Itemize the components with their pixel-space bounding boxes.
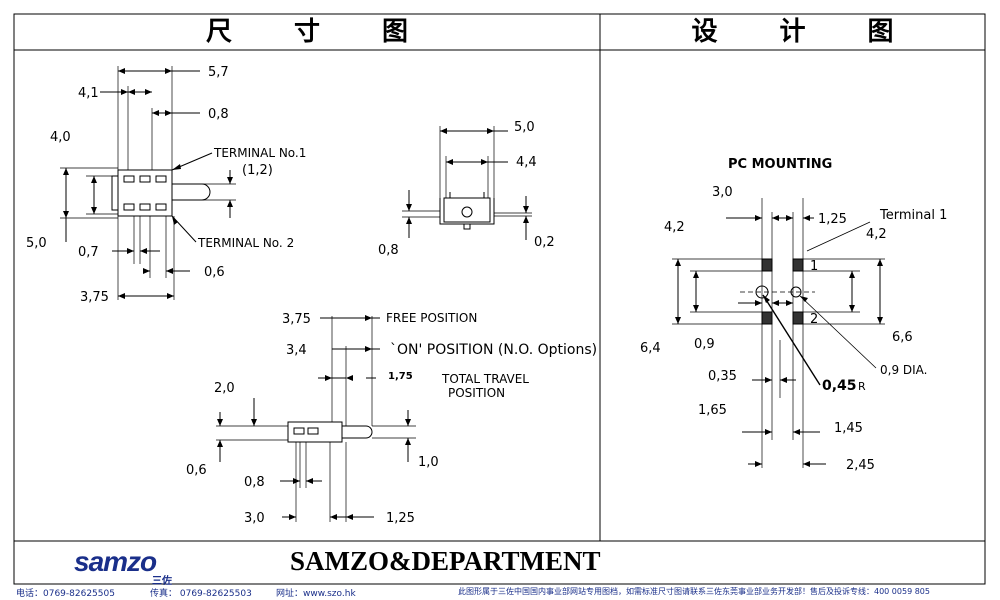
terminal-no-1-label: TERMINAL No.1 [213,146,306,160]
dim-pc-6-4: 6,4 [640,341,661,356]
dim-5-7: 5,7 [208,65,229,80]
dim-pc-0-45: 0,45 [822,378,857,394]
top-middle-arrows [406,128,529,224]
total-travel-label: TOTAL TRAVEL [441,372,529,386]
top-middle-front-view [402,126,532,240]
dim-on-3-4: 3,4 [286,343,307,358]
dim-bottom-0-6: 0,6 [186,463,207,478]
design-drawing-title: 设计图 [691,17,956,47]
dim-3-75: 3,75 [80,290,109,305]
top-left-side-view [60,66,236,300]
pc-mounting-arrows [675,215,883,467]
dim-0-8: 0,8 [208,107,229,122]
dim-front-0-8: 0,8 [378,243,399,258]
bottom-arrows [217,315,411,520]
dim-front-5-0: 5,0 [514,120,535,135]
top-middle-labels: 5,0 4,4 0,8 0,2 [378,120,555,258]
dimension-drawing-title: 尺寸图 [205,17,470,47]
dim-pc-0-9: 0,9 [694,337,715,352]
dim-bottom-1-0: 1,0 [418,455,439,470]
dim-4-1: 4,1 [78,86,99,101]
terminal-no-2-label: TERMINAL No. 2 [197,236,294,250]
dim-travel-1-75: 1,75 [388,371,413,382]
dim-5-0: 5,0 [26,236,47,251]
dim-bottom-1-25: 1,25 [386,511,415,526]
top-left-labels: 5,7 4,1 0,8 4,0 (1,2) 5,0 0,7 0,6 3,75 T… [26,65,306,305]
dim-pc-6-6: 6,6 [892,330,913,345]
dim-bottom-3-0: 3,0 [244,511,265,526]
dim-pc-1-25: 1,25 [818,212,847,227]
frame [13,13,986,585]
dim-pc-3-0: 3,0 [712,185,733,200]
top-left-arrows [63,68,233,299]
dim-pc-1-45: 1,45 [834,421,863,436]
dim-pc-1-65: 1,65 [698,403,727,418]
dim-free-3-75: 3,75 [282,312,311,327]
pc-mounting-title: PC MOUNTING [728,157,832,172]
footer-website: 网址：www.szo.hk [276,589,356,599]
footer-contact-bar: 电话：0769-82625505 传真： 0769-82625503 网址：ww… [0,584,1000,600]
pc-mounting-labels: PC MOUNTING Terminal 1 1 2 3,0 1,25 4,2 … [640,157,947,473]
dim-pc-0-35: 0,35 [708,369,737,384]
footer-phone: 电话：0769-82625505 [16,589,115,599]
dim-pc-4-2-right: 4,2 [866,227,887,242]
dim-1-2: (1,2) [242,163,273,178]
samzo-logo-cn: 三佐 [152,576,172,587]
dim-bottom-0-8: 0,8 [244,475,265,490]
dim-bottom-2-0: 2,0 [214,381,235,396]
terminal-1-label: Terminal 1 [879,208,947,223]
dim-0-7: 0,7 [78,245,99,260]
dim-front-4-4: 4,4 [516,155,537,170]
dim-pc-radius: R [858,380,866,393]
bottom-position-view [216,316,416,522]
dim-pc-0-9-dia: 0,9 DIA. [880,363,928,377]
dim-4-0: 4,0 [50,130,71,145]
dim-pc-2-45: 2,45 [846,458,875,473]
dim-pc-4-2-left: 4,2 [664,220,685,235]
free-position-label: FREE POSITION [386,311,477,325]
on-position-label: `ON' POSITION (N.O. Options) [390,342,597,358]
footer-notice: 此图形属于三佐中国国内事业部网站专用图档，如需标准尺寸图请联系三佐东莞事业部业务… [458,587,930,596]
bottom-labels: 3,75 FREE POSITION 3,4 `ON' POSITION (N.… [186,311,597,526]
footer-fax: 传真： 0769-82625503 [150,589,252,599]
pin-1-label: 1 [810,259,818,274]
pin-2-label: 2 [810,312,818,327]
dim-front-0-2: 0,2 [534,235,555,250]
samzo-logo: samzo [74,546,157,577]
company-name: SAMZO&DEPARTMENT [290,546,601,576]
dim-0-6: 0,6 [204,265,225,280]
total-travel-position-label: POSITION [448,386,505,400]
